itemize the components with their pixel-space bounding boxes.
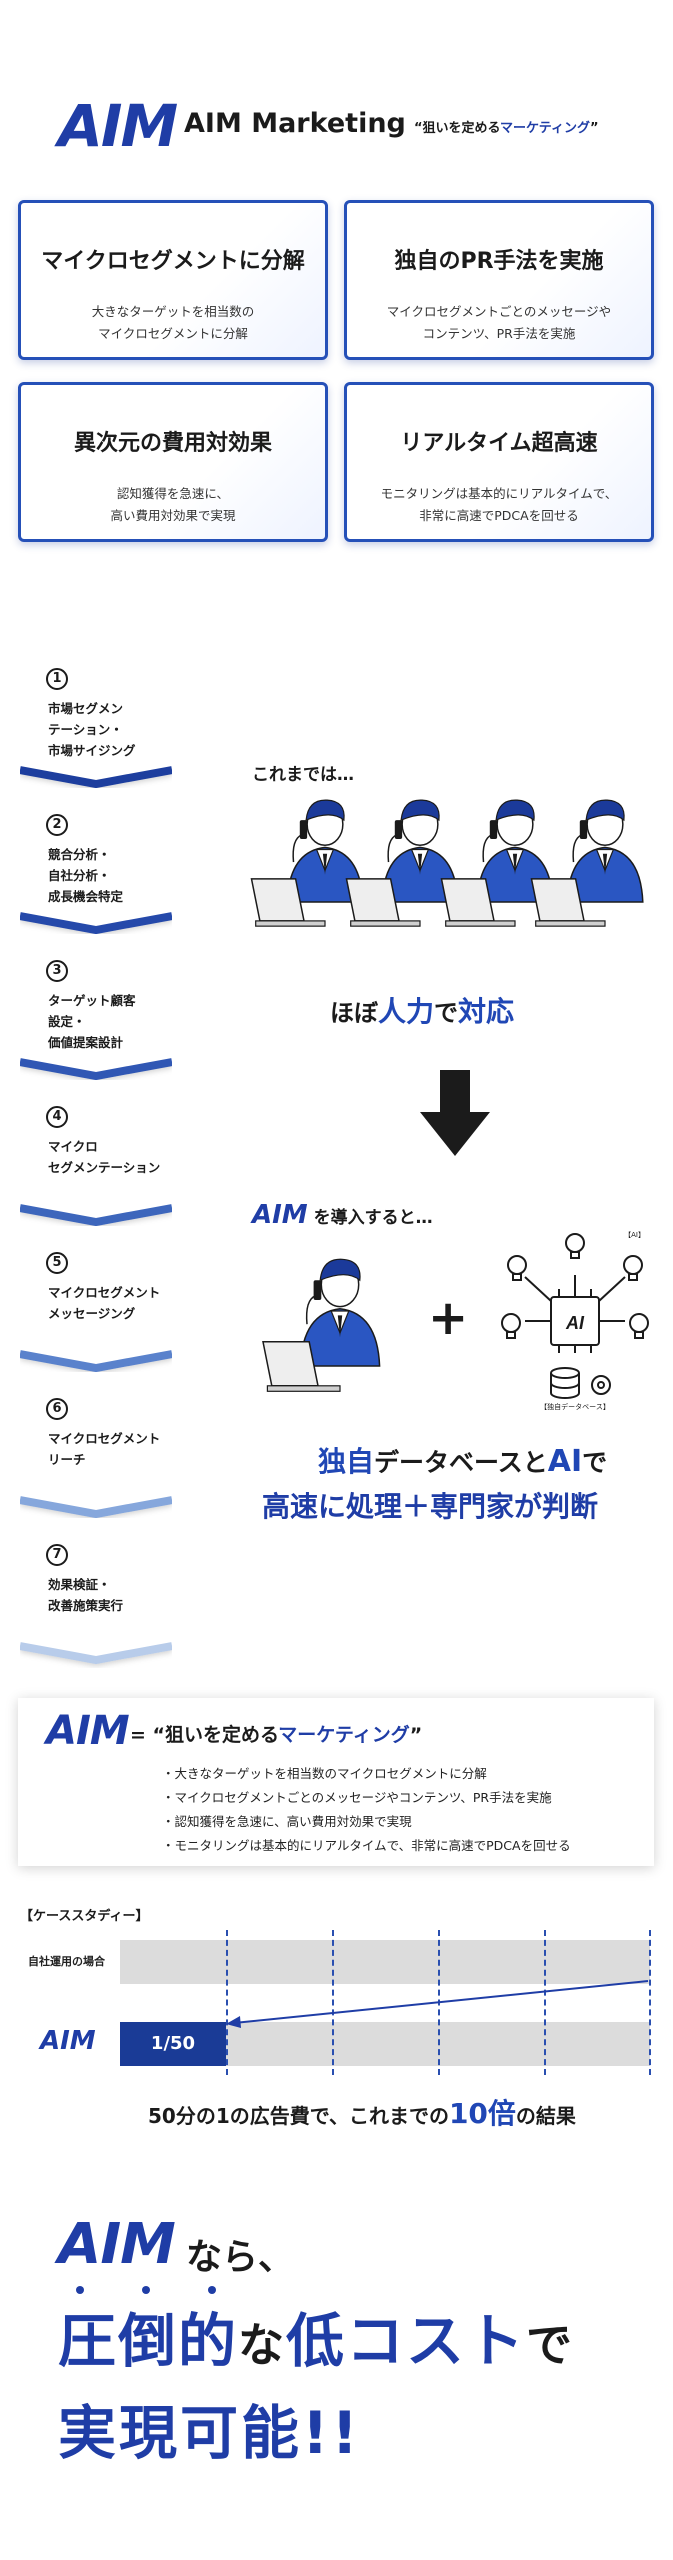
case-result: 50分の1の広告費で、これまでの10倍の結果	[148, 2092, 576, 2132]
step-text: 競合分析・ 自社分析・ 成長機会特定	[48, 847, 124, 904]
feature-desc: モニタリングは基本的にリアルタイムで、 非常に高速でPDCAを回せる	[380, 486, 618, 523]
step-text: 市場セグメン テーション・ 市場サイジング	[48, 701, 136, 758]
step-number: 7	[46, 1544, 68, 1566]
after-label: を導入すると…	[313, 1208, 433, 1228]
before-result-pre: ほぼ	[330, 999, 378, 1027]
after-line2: 高速に処理＋専門家が判断	[262, 1490, 599, 1523]
feature-title: 独自のPR手法を実施	[394, 249, 604, 274]
step-text: 効果検証・ 改善施策実行	[48, 1577, 124, 1613]
closing-nara: なら、	[186, 2237, 295, 2278]
list-item: マイクロセグメントごとのメッセージやコンテンツ、PR手法を実施	[162, 1786, 571, 1810]
after-line1-a: 独自	[318, 1445, 375, 1478]
feature-card-1: マイクロセグメントに分解 大きなターゲットを相当数の マイクロセグメントに分解	[18, 200, 328, 360]
feature-desc: 認知獲得を急速に、 高い費用対効果で実現	[110, 486, 236, 523]
def-tag-suffix: ”	[409, 1724, 423, 1746]
plus-sign: +	[428, 1290, 469, 1346]
self-run-bar	[120, 1940, 650, 1984]
divider-dash	[649, 1930, 651, 2075]
reduction-arrow-icon	[226, 1980, 649, 2028]
step-number: 6	[46, 1398, 68, 1420]
tagline-prefix: “狙いを定める	[414, 121, 501, 136]
closing-line3: 実現可能!!	[58, 2399, 361, 2467]
db-tag: 【独自データベース】	[540, 1402, 610, 1410]
before-label: これまでは…	[252, 765, 354, 785]
step-3: 3 ターゲット顧客 設定・ 価値提案設計	[20, 934, 172, 1084]
emphasis-dot	[142, 2286, 150, 2294]
before-result-b2: 対応	[458, 995, 515, 1028]
feature-title: マイクロセグメントに分解	[41, 249, 305, 274]
def-tag-highlight: マーケティング	[278, 1724, 410, 1746]
step-text: マイクロ セグメンテーション	[48, 1139, 161, 1175]
step-text: マイクロセグメント メッセージング	[48, 1285, 161, 1321]
ai-tag: 【AI】	[624, 1231, 645, 1239]
def-tagline: = “狙いを定めるマーケティング”	[130, 1720, 422, 1747]
ai-network-icon: AI 【AI】 【独自データベース】	[501, 1231, 649, 1410]
aim-bar-fill: 1/50	[120, 2022, 226, 2066]
step-text: ターゲット顧客 設定・ 価値提案設計	[48, 993, 136, 1050]
before-result-mid: で	[434, 999, 459, 1027]
feature-desc: 大きなターゲットを相当数の マイクロセグメントに分解	[91, 304, 255, 341]
divider-dash	[332, 1930, 334, 2075]
step-1: 1 市場セグメン テーション・ 市場サイジング	[20, 642, 172, 792]
feature-card-4: リアルタイム超高速 モニタリングは基本的にリアルタイムで、 非常に高速でPDCA…	[344, 382, 654, 542]
tagline: “狙いを定めるマーケティング”	[414, 117, 599, 136]
divider-dash	[226, 1930, 228, 2075]
step-number: 5	[46, 1252, 68, 1274]
single-person-illustration	[262, 1258, 381, 1392]
step-number: 2	[46, 814, 68, 836]
tagline-suffix: ”	[590, 121, 599, 136]
divider-dash	[544, 1930, 546, 2075]
step-5: 5 マイクロセグメント メッセージング	[20, 1226, 172, 1376]
after-line1-b: データベースと	[374, 1448, 548, 1477]
step-number: 3	[46, 960, 68, 982]
def-aim-logo: AIM	[46, 1708, 130, 1754]
feature-card-2: 独自のPR手法を実施 マイクロセグメントごとのメッセージや コンテンツ、PR手法…	[344, 200, 654, 360]
step-number: 4	[46, 1106, 68, 1128]
feature-title: 異次元の費用対効果	[73, 431, 272, 456]
case-aim-logo: AIM	[40, 2026, 96, 2056]
list-item: モニタリングは基本的にリアルタイムで、非常に高速でPDCAを回せる	[162, 1834, 571, 1858]
feature-card-3: 異次元の費用対効果 認知獲得を急速に、 高い費用対効果で実現	[18, 382, 328, 542]
feature-title: リアルタイム超高速	[400, 431, 598, 456]
def-tag-prefix: = “狙いを定める	[130, 1724, 279, 1746]
feature-desc: マイクロセグメントごとのメッセージや コンテンツ、PR手法を実施	[386, 304, 612, 341]
after-aim-logo: AIM	[252, 1200, 308, 1230]
step-text: マイクロセグメント リーチ	[48, 1431, 161, 1467]
emphasis-dot	[76, 2286, 84, 2294]
emphasis-dot	[208, 2286, 216, 2294]
step-number: 1	[46, 668, 68, 690]
case-result-b: の結果	[515, 2104, 576, 2128]
case-result-big: 10倍	[448, 2097, 516, 2130]
aim-logo: AIM	[58, 92, 178, 160]
ai-chip-label: AI	[565, 1313, 585, 1333]
closing-line2-b: な	[238, 2318, 287, 2372]
list-item: 認知獲得を急速に、高い費用対効果で実現	[162, 1810, 571, 1834]
def-list: 大きなターゲットを相当数のマイクロセグメントに分解 マイクロセグメントごとのメッ…	[162, 1762, 571, 1858]
list-item: 大きなターゲットを相当数のマイクロセグメントに分解	[162, 1762, 571, 1786]
down-arrow-icon	[420, 1070, 490, 1156]
after-line1-c: AI	[547, 1444, 583, 1479]
after-line1-d: で	[582, 1448, 608, 1477]
closing-line2-c: 低コスト	[286, 2307, 527, 2375]
step-7: 7 効果検証・ 改善施策実行	[20, 1518, 172, 1668]
case-study-title: 【ケーススタディー】	[20, 1909, 149, 1924]
step-4: 4 マイクロ セグメンテーション	[20, 1080, 172, 1230]
brand-name: AIM Marketing	[184, 108, 406, 139]
step-6: 6 マイクロセグメント リーチ	[20, 1372, 172, 1522]
row1-label: 自社運用の場合	[28, 1955, 105, 1968]
tagline-highlight: マーケティング	[500, 121, 590, 136]
before-result-b1: 人力	[378, 995, 435, 1028]
closing-line2-d: で	[526, 2318, 575, 2372]
closing-aim-logo: AIM	[58, 2212, 176, 2277]
closing-line2-a: 圧倒的	[58, 2307, 239, 2375]
after-line1: 独自データベースとAIで	[318, 1440, 607, 1480]
step-2: 2 競合分析・ 自社分析・ 成長機会特定	[20, 788, 172, 938]
case-result-a: 50分の1の広告費で、これまでの	[148, 2104, 449, 2128]
people-illustration	[250, 799, 644, 927]
aim-definition-box: AIM = “狙いを定めるマーケティング” 大きなターゲットを相当数のマイクロセ…	[18, 1698, 654, 1866]
before-result: ほぼ人力で対応	[330, 990, 514, 1030]
closing-line2: 圧倒的な低コストで	[58, 2294, 574, 2378]
